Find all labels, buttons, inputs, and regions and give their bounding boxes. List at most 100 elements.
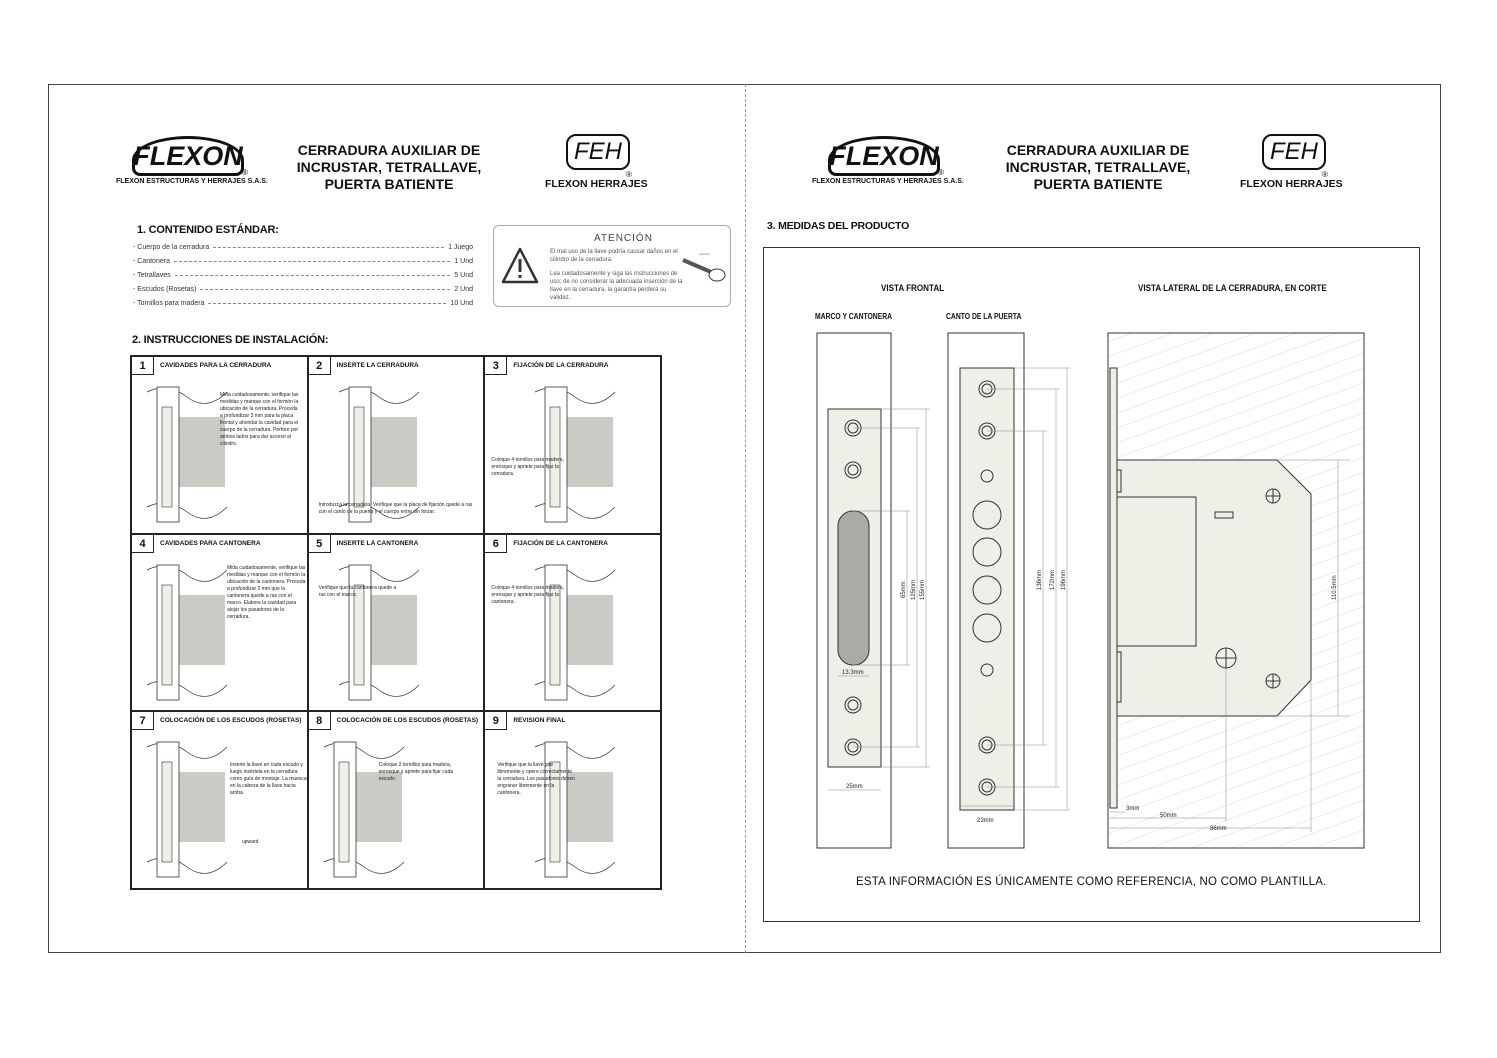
list-item: - Tornillos para madera 10 Und [133, 296, 473, 310]
dim-slot-height: 65mm [901, 581, 907, 598]
measures-box [763, 247, 1420, 922]
item-qty: 2 Und [454, 285, 473, 293]
attention-text: El mal uso de la llave podría causar dañ… [550, 249, 678, 263]
reference-note: ESTA INFORMACIÓN ES ÚNICAMENTE COMO REFE… [856, 876, 1327, 888]
side-view-label: VISTA LATERAL DE LA CERRADURA, EN CORTE [1138, 283, 1327, 294]
registered-mark: ® [938, 168, 944, 177]
step-number: 8 [308, 712, 331, 731]
page-frame [48, 84, 1441, 953]
attention-title: ATENCIÓN [594, 233, 653, 244]
step-illustration [338, 564, 419, 701]
dimension-labels: 65mm 125mm 155mm 13.3mm 25mm 136mm 172mm… [842, 570, 1338, 832]
brand-name: FLEXON HERRAJES [1240, 178, 1343, 190]
dim-face-height: 196mm [1061, 570, 1067, 590]
step-number: 6 [485, 534, 508, 553]
step-title: CAVIDADES PARA CANTONERA [160, 539, 261, 547]
registered-mark: ® [242, 168, 248, 177]
dim-strike-height: 155mm [920, 580, 926, 600]
step-illustration [146, 564, 228, 701]
install-steps-grid: 1 CAVIDADES PARA LA CERRADURA Mida cuidado… [130, 355, 662, 890]
step-title: FIJACIÓN DE LA CANTONERA [513, 539, 608, 547]
step-illustration [146, 386, 228, 523]
item-name: - Tornillos para madera [133, 299, 205, 307]
item-name: - Escudos (Rosetas) [133, 285, 197, 293]
step-title: COLOCACIÓN DE LOS ESCUDOS (ROSETAS) [336, 717, 479, 725]
registered-mark: ® [1322, 170, 1328, 179]
step-text: Coloque 4 tornillos para madera, enrosqu… [491, 584, 564, 605]
step-text: Coloque 4 tornillos para madera, enrosqu… [491, 457, 564, 477]
install-title: 2. INSTRUCCIONES DE INSTALACIÓN: [132, 334, 329, 346]
registered-mark: ® [626, 170, 632, 179]
side-section-drawing [1107, 332, 1365, 849]
dim-inner-holes: 136mm [1037, 570, 1043, 590]
feh-logo-text: FEH [1262, 134, 1326, 170]
company-name: FLEXON ESTRUCTURAS Y HERRAJES S.A.S. [812, 178, 964, 185]
dim-depth: 86mm [1210, 826, 1227, 832]
item-qty: 1 Und [454, 257, 473, 265]
item-name: - Tetrallaves [133, 271, 171, 279]
attention-text: Lea cuidadosamente y siga las instruccio… [550, 271, 683, 301]
title-line: CERRADURA AUXILIAR DE [297, 142, 481, 158]
install-step: 3 FIJACIÓN DE LA CERRADURA Coloque 4 torni… [484, 356, 661, 534]
item-qty: 10 Und [450, 299, 473, 307]
document-title: CERRADURA AUXILIAR DE INCRUSTAR, TETRALL… [289, 142, 489, 193]
upward-label: upward [242, 839, 259, 846]
step-illustration [323, 741, 404, 878]
dim-face-thickness: 3mm [1126, 806, 1139, 812]
warning-icon [501, 247, 539, 284]
key-label: muesca [699, 252, 710, 256]
title-line: INCRUSTAR, TETRALLAVE, [1005, 159, 1191, 175]
step-illustration [338, 386, 419, 523]
edge-label: CANTO DE LA PUERTA [946, 312, 1022, 321]
step-title: FIJACIÓN DE LA CERRADURA [513, 362, 609, 369]
title-line: INCRUSTAR, TETRALLAVE, [296, 159, 482, 175]
step-number: 7 [132, 712, 154, 731]
strike-plate-drawing [816, 332, 930, 849]
measures-title: 3. MEDIDAS DEL PRODUCTO [767, 220, 910, 232]
step-illustration [535, 386, 616, 523]
item-qty: 5 Und [454, 271, 473, 279]
step-text: Verifique que la llave gire libremente y… [497, 762, 575, 797]
brand-name: FLEXON HERRAJES [545, 178, 648, 190]
step-number: 4 [132, 534, 154, 553]
dim-outer-holes: 172mm [1050, 570, 1056, 590]
step-text: Coloque 2 tornillos para madera, enrosqu… [378, 762, 454, 783]
step-title: INSERTE LA CANTONERA [336, 539, 419, 547]
title-line: PUERTA BATIENTE [324, 176, 454, 192]
step-title: CAVIDADES PARA LA CERRADURA [160, 362, 272, 369]
item-name: - Cuerpo de la cerradura [133, 243, 210, 251]
step-text: Verifique que la cantonera quede a ras c… [318, 584, 397, 598]
list-item: - Tetrallaves 5 Und [133, 268, 473, 282]
contents-title: 1. CONTENIDO ESTÁNDAR: [137, 224, 279, 236]
list-item: - Cantonera 1 Und [133, 254, 473, 268]
dim-body-height: 110.5mm [1332, 575, 1338, 600]
attention-box: ATENCIÓN El mal uso de la llave podría c… [493, 225, 731, 307]
step-text: Mida cuidadosamente, verifique las medid… [220, 392, 299, 447]
install-step: 1 CAVIDADES PARA LA CERRADURA Mida cuidado… [131, 356, 308, 534]
step-number: 5 [308, 534, 331, 553]
frame-label: MARCO Y CANTONERA [815, 312, 893, 321]
company-name: FLEXON ESTRUCTURAS Y HERRAJES S.A.S. [116, 178, 268, 185]
flexon-logo-text: FLEXON [132, 136, 244, 176]
page-divider [745, 84, 746, 953]
title-line: CERRADURA AUXILIAR DE [1006, 142, 1190, 158]
document-title: CERRADURA AUXILIAR DE INCRUSTAR, TETRALL… [998, 142, 1198, 193]
flexon-logo: FLEXON ® [132, 136, 248, 177]
dim-backset: 50mm [1160, 813, 1177, 819]
feh-logo: FEH ® [566, 134, 632, 179]
front-view-label: VISTA FRONTAL [881, 283, 945, 294]
item-name: - Cantonera [133, 257, 170, 265]
step-illustration [146, 741, 228, 878]
dim-slot-width: 13.3mm [842, 670, 864, 676]
install-step: 8 COLOCACIÓN DE LOS ESCUDOS (ROSETAS) Colo… [307, 711, 485, 889]
step-number: 1 [132, 357, 154, 375]
faceplate-drawing [947, 332, 1070, 849]
step-number: 3 [485, 357, 508, 375]
